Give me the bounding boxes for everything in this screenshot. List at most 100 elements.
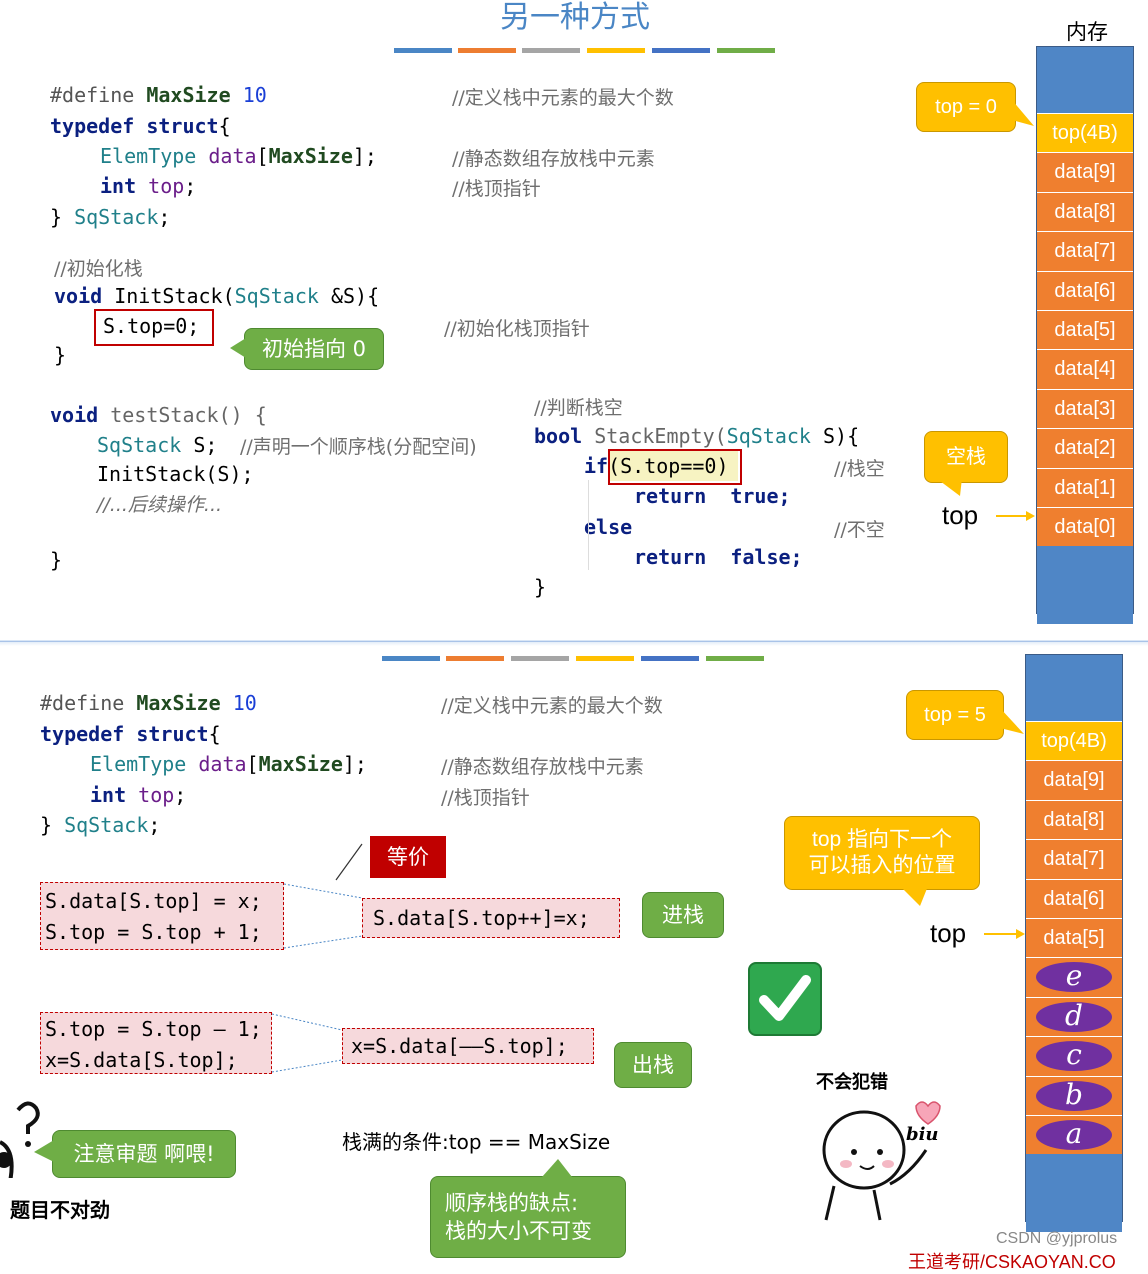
code-data-line: ElemType data[MaxSize]; bbox=[100, 141, 377, 171]
callout-tail bbox=[540, 1158, 574, 1178]
callout-tail bbox=[32, 1138, 56, 1164]
kw-struct: struct bbox=[146, 114, 218, 138]
macro-ref: MaxSize bbox=[269, 144, 353, 168]
callout-push: 进栈 bbox=[642, 892, 724, 938]
callout-tail bbox=[1012, 100, 1036, 130]
memory-cell: data[5] bbox=[1026, 918, 1122, 957]
kw-if: if bbox=[584, 454, 608, 478]
type-sqstack: SqStack bbox=[727, 424, 811, 448]
comment-max-elements: //定义栈中元素的最大个数 bbox=[452, 83, 674, 110]
code-initstack-sig: void InitStack(SqStack &S){ bbox=[54, 281, 379, 311]
highlight-box bbox=[608, 449, 742, 485]
memory-cells: top(4B)data[9]data[8]data[7]data[6]data[… bbox=[1026, 721, 1122, 957]
wrong-topic-caption: 题目不对劲 bbox=[10, 1194, 110, 1223]
comment-judge-empty: //判断栈空 bbox=[534, 393, 623, 420]
code-close-brace: } bbox=[534, 572, 546, 602]
code-close-brace: } bbox=[54, 340, 66, 370]
strip-seg bbox=[458, 48, 516, 53]
code-define-line: #define MaxSize 10 bbox=[40, 688, 257, 718]
equiv-label: 等价 bbox=[370, 836, 446, 878]
callout-check-topic: 注意审题 啊喂! bbox=[52, 1130, 236, 1178]
code-decl-s: SqStack S; bbox=[97, 430, 217, 460]
code-close-brace: } bbox=[50, 545, 62, 575]
memory-cell: data[6] bbox=[1037, 271, 1133, 310]
stack-element: b bbox=[1036, 1081, 1112, 1111]
kw-void: void bbox=[54, 284, 102, 308]
type-sqstack: SqStack bbox=[74, 205, 158, 229]
callout-next-insert: top 指向下一个 可以插入的位置 bbox=[784, 816, 980, 890]
memory-cell: data[2] bbox=[1037, 428, 1133, 467]
callout-tail bbox=[228, 336, 248, 360]
memory-label: 内存 bbox=[1066, 16, 1108, 46]
comment-init-top: //初始化栈顶指针 bbox=[444, 314, 590, 341]
callout-init-zero: 初始指向 0 bbox=[244, 328, 384, 370]
code-close-struct: } SqStack; bbox=[50, 202, 170, 232]
memory-column: top(4B)data[9]data[8]data[7]data[6]data[… bbox=[1025, 654, 1123, 1222]
callout-tail bbox=[936, 478, 964, 498]
stack-element: c bbox=[1036, 1041, 1112, 1071]
callout-drawback: 顺序栈的缺点: 栈的大小不可变 bbox=[430, 1176, 626, 1258]
strip-seg bbox=[511, 656, 569, 661]
no-mistake-caption: 不会犯错 bbox=[816, 1068, 888, 1094]
memory-cell: data[8] bbox=[1037, 192, 1133, 231]
stack-full-condition: 栈满的条件:top == MaxSize bbox=[342, 1126, 610, 1155]
stack-element-cell: b bbox=[1026, 1076, 1122, 1115]
type-sqstack: SqStack bbox=[235, 284, 319, 308]
stack-element-cell: e bbox=[1026, 957, 1122, 996]
code-top-line: int top; bbox=[100, 171, 196, 201]
macro-name: MaxSize bbox=[146, 83, 230, 107]
memory-cell: data[7] bbox=[1037, 231, 1133, 270]
memory-free-space bbox=[1026, 655, 1122, 721]
stack-element-cell: d bbox=[1026, 997, 1122, 1036]
footer-partial: 王道考研/CSKAOYAN.CO bbox=[908, 1248, 1116, 1274]
memory-cell: data[9] bbox=[1037, 152, 1133, 191]
callout-top-eq-five: top = 5 bbox=[906, 690, 1004, 740]
memory-cell: data[8] bbox=[1026, 800, 1122, 839]
memory-cell: data[0] bbox=[1037, 507, 1133, 546]
strip-seg bbox=[522, 48, 580, 53]
kw-int: int bbox=[100, 174, 136, 198]
top-pointer-label: top bbox=[930, 918, 966, 949]
pop-expanded: S.top = S.top – 1;x=S.data[S.top]; bbox=[40, 1012, 272, 1074]
comment-init-stack: //初始化栈 bbox=[54, 254, 143, 281]
comment-static-array: //静态数组存放栈中元素 bbox=[441, 752, 644, 779]
strip-seg bbox=[382, 656, 440, 661]
code-teststack-sig: void testStack() { bbox=[50, 400, 267, 430]
code-initcall: InitStack(S); bbox=[97, 459, 254, 489]
strip-seg bbox=[717, 48, 775, 53]
memory-cell: data[6] bbox=[1026, 879, 1122, 918]
memory-free-space bbox=[1037, 47, 1133, 113]
memory-cell: data[4] bbox=[1037, 349, 1133, 388]
page-title: 另一种方式 bbox=[500, 0, 650, 36]
callout-pop: 出栈 bbox=[614, 1042, 692, 1088]
watermark: CSDN @yjprolus bbox=[996, 1230, 1117, 1248]
code-typedef-line: typedef struct{ bbox=[50, 111, 231, 141]
pop-compact: x=S.data[––S.top]; bbox=[342, 1028, 594, 1064]
callout-empty-stack: 空栈 bbox=[924, 431, 1008, 483]
memory-cell-top: top(4B) bbox=[1037, 113, 1133, 152]
top-pointer-label: top bbox=[942, 500, 978, 531]
comment-not-empty: //不空 bbox=[834, 515, 885, 542]
indent-guide bbox=[588, 480, 589, 570]
comment-empty: //栈空 bbox=[834, 454, 885, 481]
highlight-box bbox=[94, 309, 214, 346]
code-stackempty-sig: bool StackEmpty(SqStack S){ bbox=[534, 421, 859, 451]
slash-line bbox=[334, 842, 364, 882]
kw-bool: bool bbox=[534, 424, 582, 448]
memory-free-space bbox=[1037, 546, 1133, 624]
code-else: else bbox=[584, 512, 632, 542]
code-typedef-line: typedef struct{ bbox=[40, 719, 221, 749]
kw-define: #define bbox=[50, 83, 134, 107]
kw-void: void bbox=[50, 403, 98, 427]
memory-cell: data[1] bbox=[1037, 468, 1133, 507]
code-close-struct: } SqStack; bbox=[40, 810, 160, 840]
memory-cell: data[7] bbox=[1026, 839, 1122, 878]
callout-tail bbox=[1000, 708, 1026, 738]
macro-value: 10 bbox=[243, 83, 267, 107]
brace: { bbox=[219, 114, 231, 138]
code-return-true: return true; bbox=[634, 481, 791, 511]
memory-cell: data[5] bbox=[1037, 310, 1133, 349]
memory-cells: top(4B)data[9]data[8]data[7]data[6]data[… bbox=[1037, 113, 1133, 546]
type-sqstack: SqStack bbox=[97, 433, 181, 457]
